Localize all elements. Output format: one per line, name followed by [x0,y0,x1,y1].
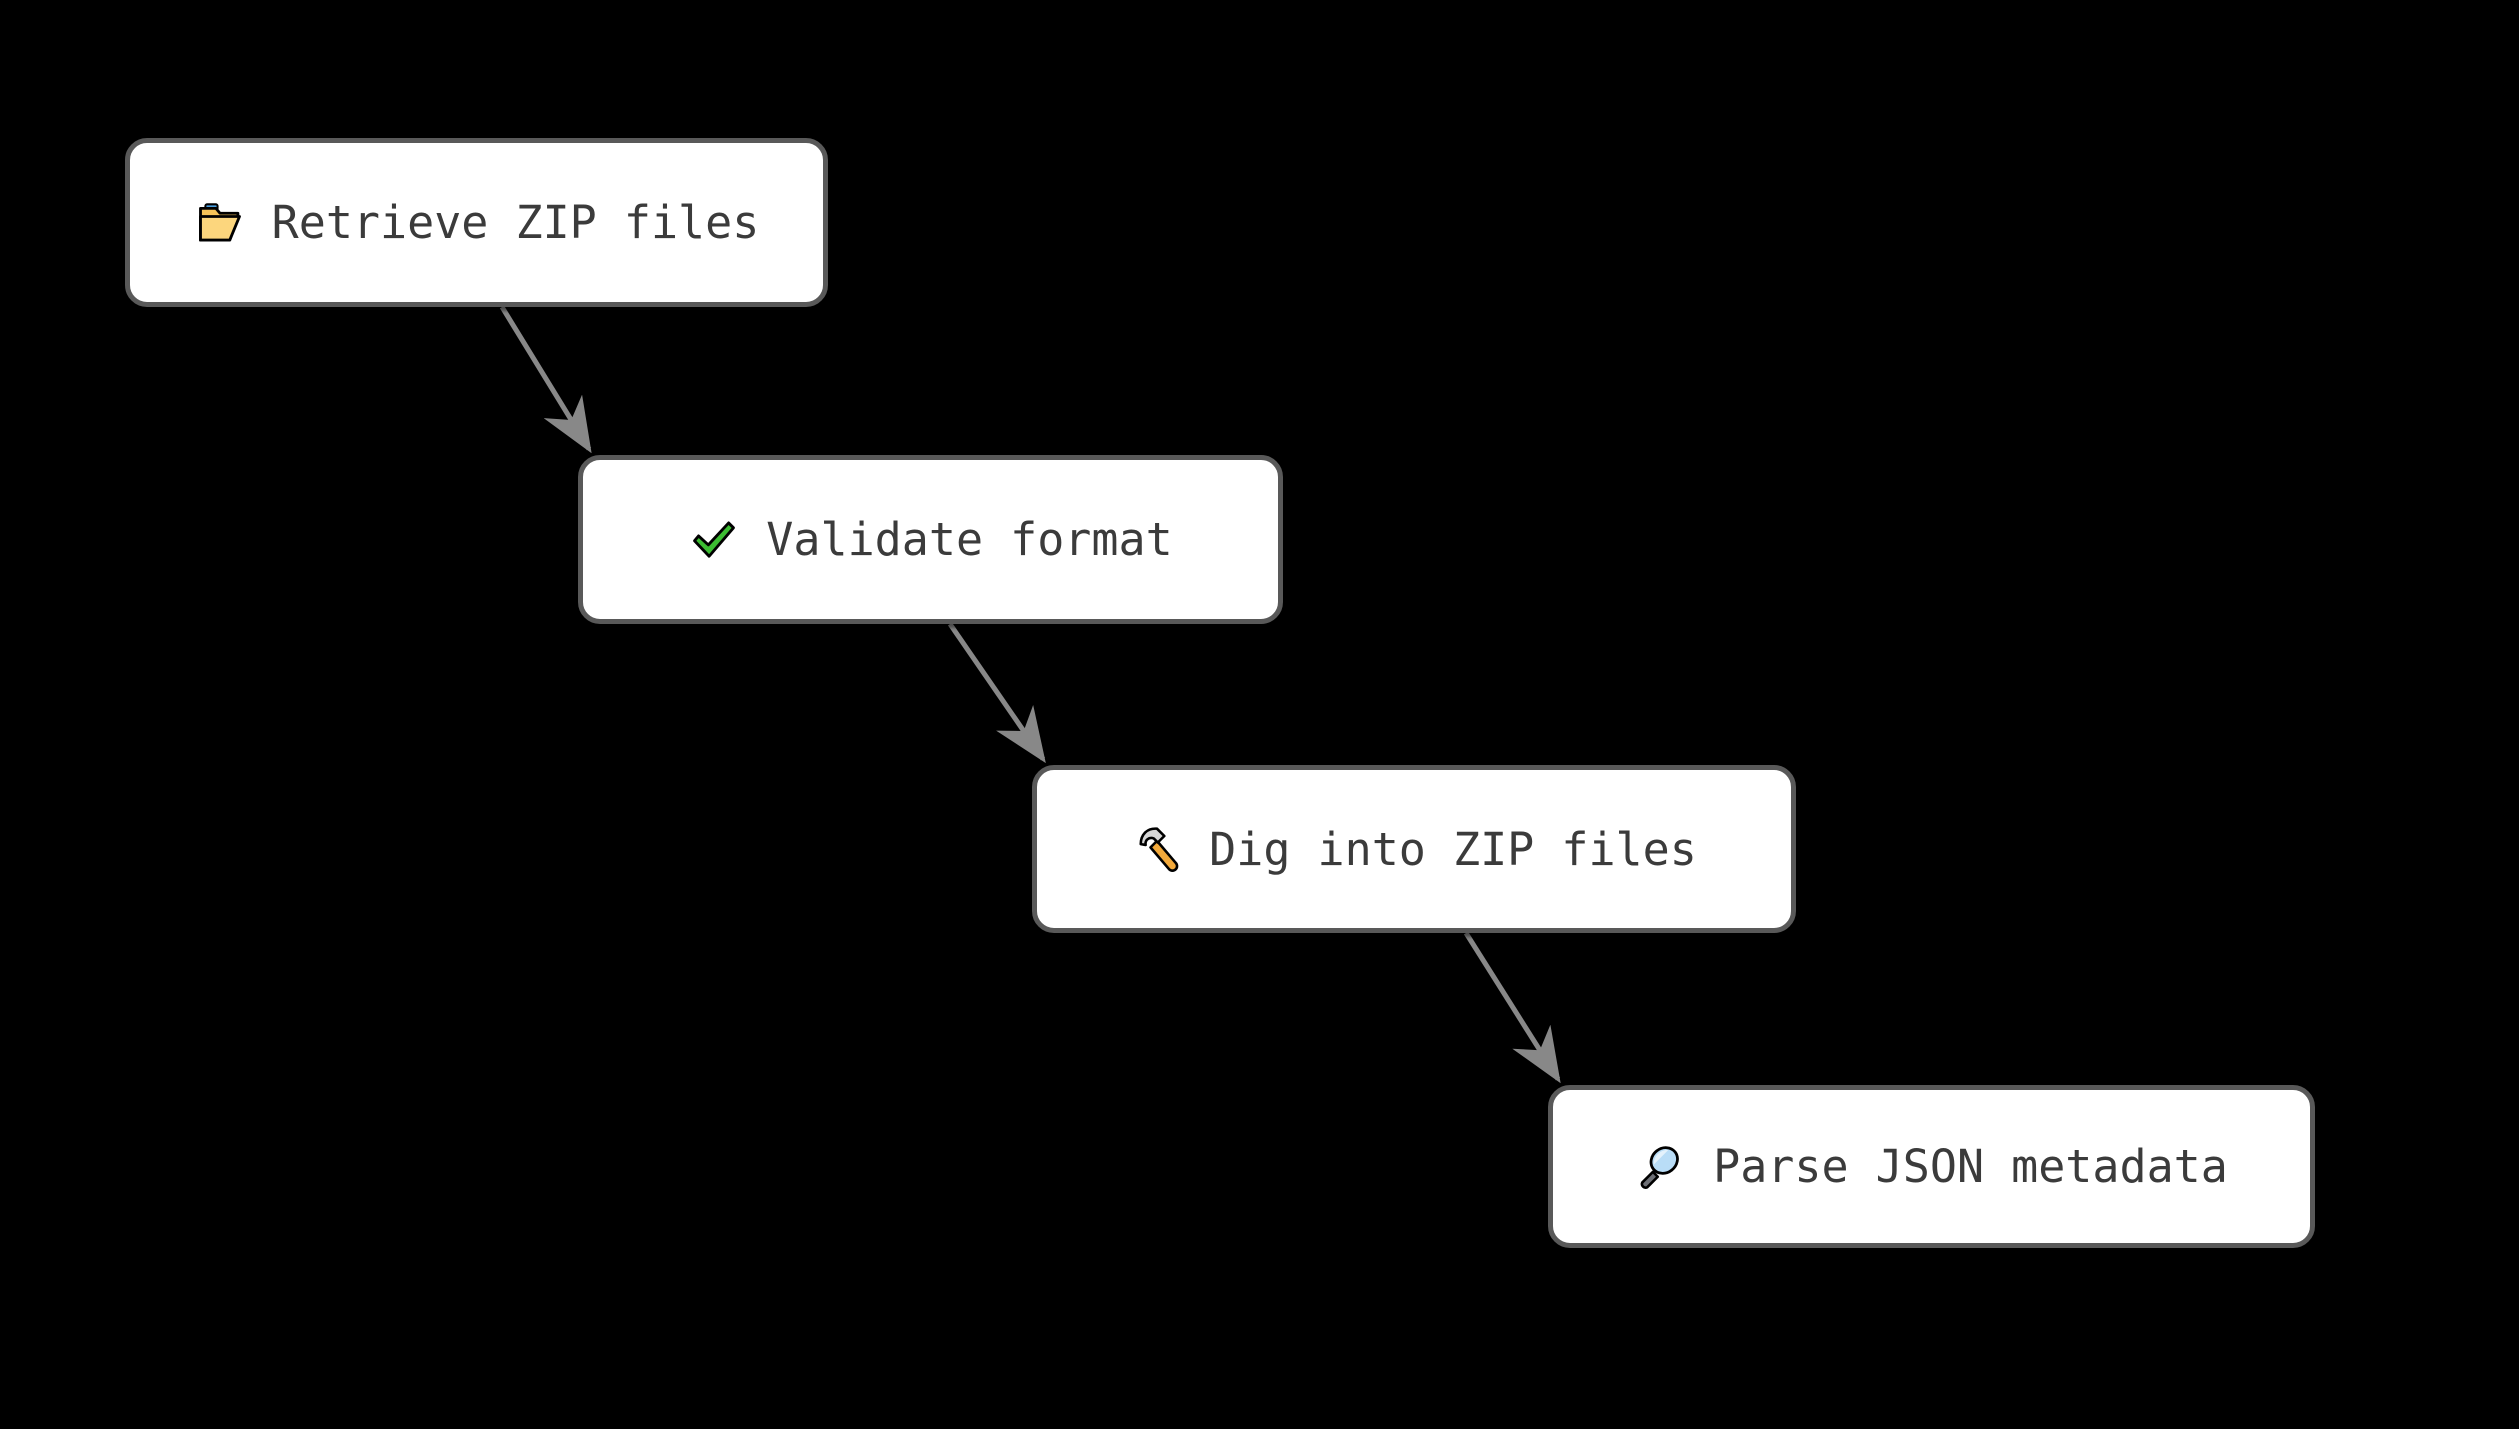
node-content: Retrieve ZIP files [152,197,802,249]
node-dig-into-zip-files[interactable]: Dig into ZIP files [1032,765,1796,933]
node-label: Dig into ZIP files [1209,822,1697,876]
node-content: Validate format [646,514,1214,566]
node-content: Parse JSON metadata [1593,1141,2270,1193]
edge-retrieve-to-validate [499,305,592,454]
node-validate-format[interactable]: Validate format [578,455,1283,624]
node-label: Validate format [766,513,1173,566]
node-label: Retrieve ZIP files [271,196,760,249]
hammer-icon [1139,827,1179,872]
node-parse-json-metadata[interactable]: Parse JSON metadata [1548,1085,2315,1248]
green-check-mark-icon [693,521,736,558]
node-label: Parse JSON metadata [1713,1140,2228,1193]
magnifying-glass-icon [1640,1145,1679,1189]
open-folder-icon [198,202,241,241]
edge-dig-to-parse [1463,931,1561,1084]
node-retrieve-zip-files[interactable]: Retrieve ZIP files [125,138,828,307]
edge-validate-to-dig [947,622,1046,764]
node-content: Dig into ZIP files [1089,823,1739,875]
